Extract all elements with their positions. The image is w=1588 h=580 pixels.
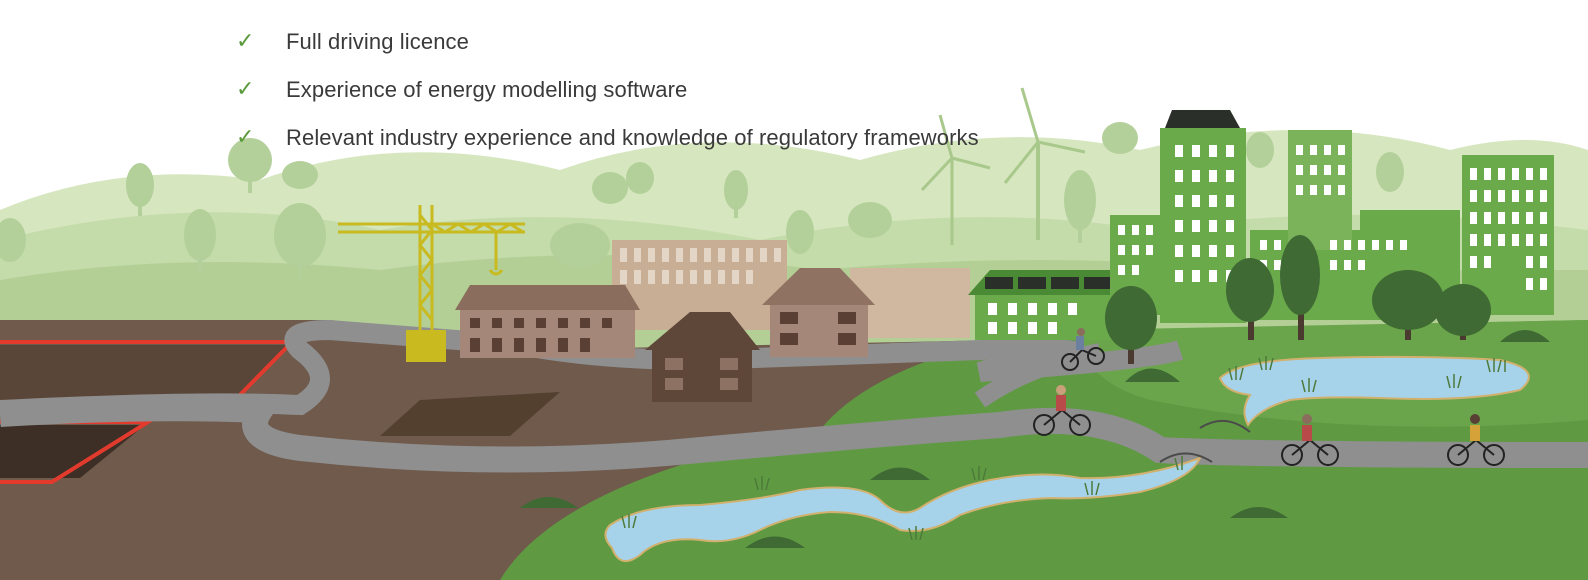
cyclist-1 xyxy=(1061,328,1105,371)
checkmark-icon: ✓ xyxy=(236,29,255,54)
requirements-checklist: ✓ Full driving licence ✓ Experience of e… xyxy=(236,18,979,162)
site-plots xyxy=(0,340,560,484)
cyclist-2 xyxy=(1033,385,1091,436)
foreground-trees xyxy=(1105,235,1491,364)
checkmark-icon: ✓ xyxy=(236,125,255,150)
river xyxy=(604,456,1202,563)
pond xyxy=(1218,355,1530,427)
bushes xyxy=(520,330,1550,548)
background-trees xyxy=(0,122,1404,278)
requirement-item: ✓ Relevant industry experience and knowl… xyxy=(236,114,979,162)
cycle-path xyxy=(974,343,1102,408)
requirement-text: Relevant industry experience and knowled… xyxy=(286,125,979,150)
reeds xyxy=(621,356,1506,541)
requirement-text: Experience of energy modelling software xyxy=(286,77,688,102)
house-dark xyxy=(645,312,760,402)
bridges xyxy=(1159,420,1251,463)
main-road xyxy=(0,395,1588,473)
cyclist-4 xyxy=(1447,414,1505,466)
green-terrace-solar xyxy=(968,270,1150,340)
terrace-brown xyxy=(455,285,640,358)
wind-turbines xyxy=(920,87,1086,245)
green-apartments xyxy=(1110,110,1554,323)
requirement-text: Full driving licence xyxy=(286,29,469,54)
crane xyxy=(338,205,525,362)
requirement-item: ✓ Experience of energy modelling softwar… xyxy=(236,66,979,114)
cyclist-3 xyxy=(1281,414,1339,466)
requirement-item: ✓ Full driving licence xyxy=(236,18,979,66)
house-semi xyxy=(762,268,875,357)
checkmark-icon: ✓ xyxy=(236,77,255,102)
cyclists xyxy=(1033,328,1505,466)
